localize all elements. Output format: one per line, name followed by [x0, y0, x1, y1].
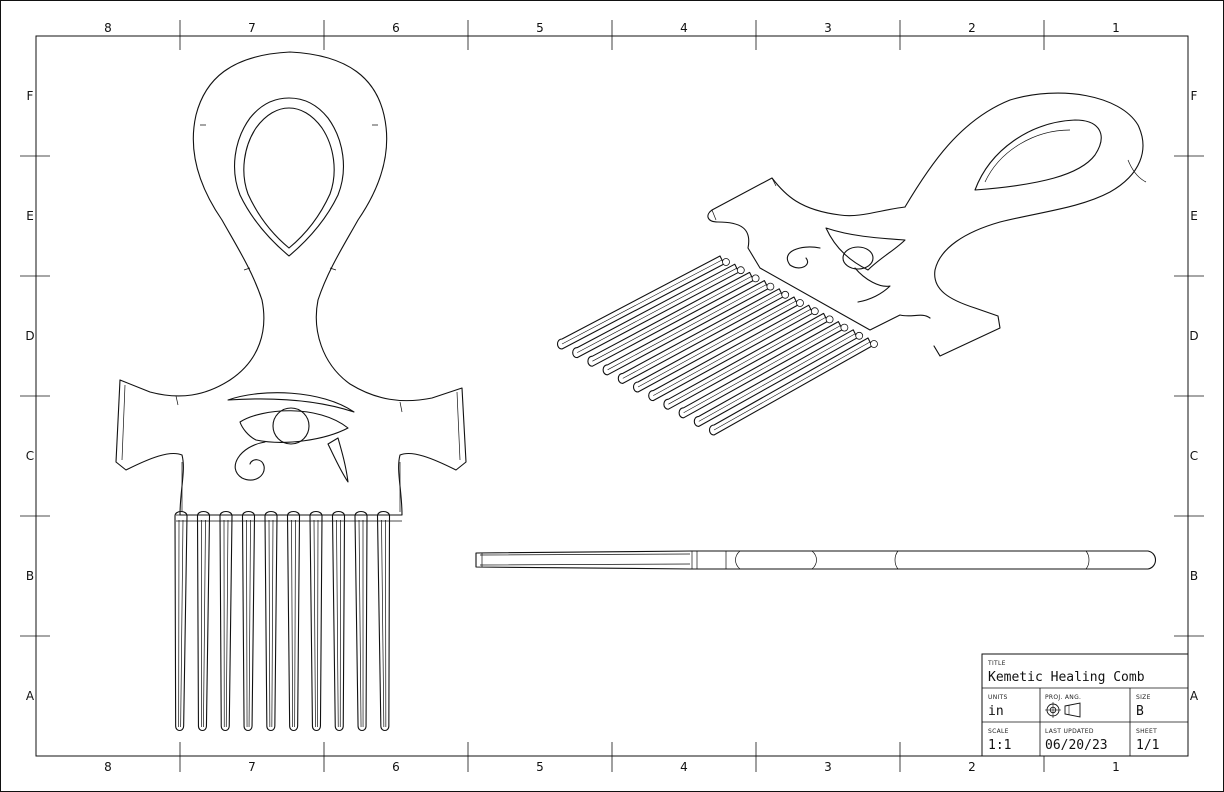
- zone-label-col-top: 8: [104, 21, 112, 35]
- zone-label-row-left: E: [26, 209, 34, 223]
- size-value: B: [1136, 704, 1144, 719]
- comb-tooth: [354, 510, 368, 732]
- zone-label-row-right: E: [1190, 209, 1198, 223]
- zone-label-col-top: 6: [392, 21, 400, 35]
- zone-label-col-top: 3: [824, 21, 832, 35]
- zone-label-row-right: D: [1189, 329, 1198, 343]
- comb-tooth: [196, 510, 211, 732]
- title-caption: TITLE: [987, 660, 1006, 667]
- comb-tooth: [693, 329, 858, 427]
- scale-caption: SCALE: [988, 728, 1009, 735]
- comb-tooth: [708, 337, 873, 436]
- zone-label-col-bottom: 5: [536, 760, 544, 774]
- comb-tooth: [632, 296, 799, 393]
- comb-tooth: [602, 280, 769, 376]
- sheet-value: 1/1: [1136, 738, 1159, 753]
- zone-label-col-top: 1: [1112, 21, 1120, 35]
- zone-label-row-right: A: [1190, 689, 1199, 703]
- comb-tooth: [376, 510, 391, 732]
- comb-tooth: [617, 288, 784, 384]
- zone-label-row-right: F: [1191, 89, 1198, 103]
- comb-tooth: [309, 510, 323, 732]
- zone-label-row-left: F: [27, 89, 34, 103]
- title-block: TITLE Kemetic Healing Comb UNITS in PROJ…: [981, 653, 1189, 757]
- zone-label-col-top: 5: [536, 21, 544, 35]
- front-view: [115, 51, 467, 732]
- zone-label-col-bottom: 4: [680, 760, 688, 774]
- zone-label-row-left: D: [25, 329, 34, 343]
- zone-label-col-bottom: 6: [392, 760, 400, 774]
- zone-label-col-bottom: 7: [248, 760, 256, 774]
- updated-value: 06/20/23: [1045, 738, 1108, 753]
- zone-label-row-left: B: [26, 569, 34, 583]
- zone-label-row-left: C: [26, 449, 34, 463]
- zone-label-col-top: 2: [968, 21, 976, 35]
- comb-tooth: [572, 263, 740, 359]
- comb-tooth: [556, 255, 725, 350]
- drawing-title: Kemetic Healing Comb: [988, 670, 1145, 685]
- isometric-teeth: [556, 255, 878, 436]
- comb-tooth: [264, 510, 278, 732]
- comb-tooth: [241, 510, 256, 732]
- zone-label-row-left: A: [26, 689, 35, 703]
- zone-label-col-bottom: 3: [824, 760, 832, 774]
- zone-label-col-bottom: 1: [1112, 760, 1120, 774]
- inner-border: [35, 35, 1189, 757]
- comb-tooth: [174, 510, 188, 732]
- zone-label-col-top: 7: [248, 21, 256, 35]
- size-caption: SIZE: [1136, 694, 1151, 701]
- zone-label-row-right: B: [1190, 569, 1198, 583]
- comb-tooth: [587, 271, 755, 367]
- units-value: in: [988, 704, 1004, 719]
- side-view: [475, 550, 1157, 570]
- comb-tooth: [219, 510, 233, 732]
- comb-tooth: [331, 510, 346, 732]
- scale-value: 1:1: [988, 738, 1011, 753]
- comb-tooth: [286, 510, 301, 732]
- front-teeth: [174, 510, 402, 732]
- comb-tooth: [663, 312, 829, 410]
- isometric-view: [556, 92, 1147, 436]
- updated-caption: LAST UPDATED: [1045, 728, 1094, 735]
- projection-symbol-icon: [1045, 702, 1081, 718]
- zone-label-row-right: C: [1190, 449, 1198, 463]
- units-caption: UNITS: [988, 694, 1008, 701]
- zone-label-col-top: 4: [680, 21, 688, 35]
- zone-label-col-bottom: 2: [968, 760, 976, 774]
- sheet-caption: SHEET: [1136, 728, 1157, 735]
- comb-tooth: [648, 304, 814, 402]
- zone-label-col-bottom: 8: [104, 760, 112, 774]
- comb-tooth: [678, 321, 843, 419]
- projection-caption: PROJ. ANG.: [1045, 694, 1081, 701]
